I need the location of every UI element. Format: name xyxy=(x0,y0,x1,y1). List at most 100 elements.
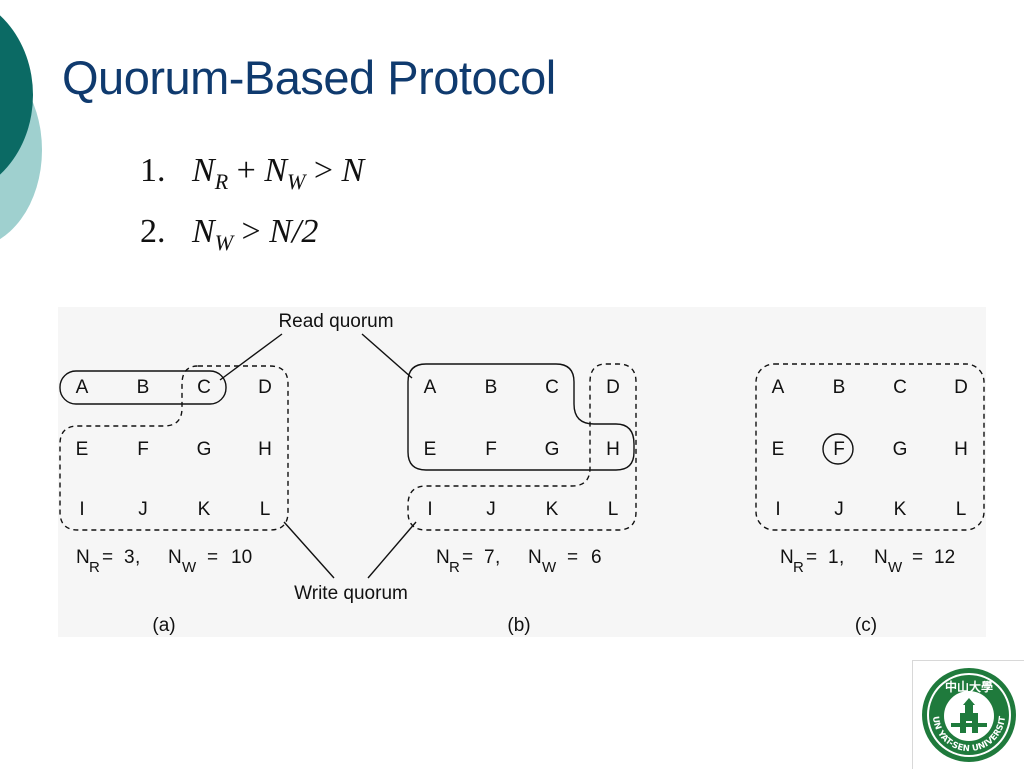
nw-subscript: W xyxy=(542,559,557,576)
formula-subscript: W xyxy=(214,230,234,255)
value-separator: , xyxy=(839,547,844,568)
node-a-b: A xyxy=(424,377,437,398)
nr-symbol: N xyxy=(436,547,450,568)
node-f-c: F xyxy=(833,439,845,460)
formula-symbol: N/2 xyxy=(269,213,319,250)
node-k-b: K xyxy=(546,499,559,520)
slide-title: Quorum-Based Protocol xyxy=(62,51,556,104)
node-a-a: A xyxy=(76,377,89,398)
formula-operator: > xyxy=(241,213,261,250)
read-pointer-a xyxy=(219,333,283,381)
node-d-a: D xyxy=(258,377,272,398)
nr-subscript: R xyxy=(449,559,460,576)
node-i-b: I xyxy=(427,499,432,520)
emblem-text: 中山大學 xyxy=(945,679,993,694)
formula-symbol: N xyxy=(192,152,215,189)
node-k-a: K xyxy=(198,499,211,520)
nr-subscript: R xyxy=(793,559,804,576)
node-f-b: F xyxy=(485,439,497,460)
formula-operator: > xyxy=(313,152,334,189)
value-separator: , xyxy=(135,547,140,568)
write-pointer-a xyxy=(283,521,335,579)
node-h-c: H xyxy=(954,439,968,460)
node-b-a: B xyxy=(137,377,150,398)
formula-symbol: N xyxy=(264,152,288,189)
node-j-a: J xyxy=(138,499,148,520)
nw-equals: = xyxy=(567,547,578,568)
nr-symbol: N xyxy=(76,547,90,568)
node-l-a: L xyxy=(260,499,271,520)
nr-value: 1 xyxy=(828,547,839,568)
nw-subscript: W xyxy=(888,559,903,576)
formula-subscript: R xyxy=(214,169,229,194)
node-f-a: F xyxy=(137,439,149,460)
nr-equals: = xyxy=(462,547,473,568)
nr-value: 7 xyxy=(484,547,495,568)
write-quorum-label: Write quorum xyxy=(294,583,408,604)
nw-equals: = xyxy=(207,547,218,568)
quorum-outlines xyxy=(59,333,985,579)
formula-symbol: N xyxy=(192,213,215,250)
node-l-b: L xyxy=(608,499,619,520)
quorum-values-b: N R = 7 , N W = 6 xyxy=(436,547,602,576)
formula-1: 1.NR + NW > N xyxy=(140,152,364,195)
node-c-c: C xyxy=(893,377,907,398)
node-l-c: L xyxy=(956,499,967,520)
panel-caption-b: (b) xyxy=(507,615,530,636)
university-logo: 中山大學 SUN YAT-SEN UNIVERSITY xyxy=(909,654,1024,769)
write-quorum-b xyxy=(407,363,637,531)
write-quorum-a xyxy=(59,365,289,531)
panel-caption-c: (c) xyxy=(855,615,877,636)
formula-symbol: N xyxy=(341,152,365,189)
university-seal-icon: 中山大學 SUN YAT-SEN UNIVERSITY xyxy=(909,654,1016,762)
node-b-c: B xyxy=(833,377,846,398)
read-quorum-b xyxy=(407,363,635,471)
formula-number: 1. xyxy=(140,152,166,189)
value-separator: , xyxy=(495,547,500,568)
nw-equals: = xyxy=(912,547,923,568)
quorum-values-c: N R = 1 , N W = 12 xyxy=(780,547,955,576)
node-e-c: E xyxy=(772,439,785,460)
nw-symbol: N xyxy=(168,547,182,568)
node-a-c: A xyxy=(772,377,785,398)
nw-value: 10 xyxy=(231,547,252,568)
node-e-a: E xyxy=(76,439,89,460)
nr-equals: = xyxy=(806,547,817,568)
formula-number: 2. xyxy=(140,213,166,250)
node-b-b: B xyxy=(485,377,498,398)
node-g-a: G xyxy=(197,439,212,460)
read-pointer-b xyxy=(361,333,413,379)
node-c-a: C xyxy=(197,377,211,398)
node-h-b: H xyxy=(606,439,620,460)
node-g-b: G xyxy=(545,439,560,460)
nw-symbol: N xyxy=(874,547,888,568)
nw-value: 12 xyxy=(934,547,955,568)
nr-symbol: N xyxy=(780,547,794,568)
nw-value: 6 xyxy=(591,547,602,568)
formula-operator: + xyxy=(236,152,256,189)
write-pointer-b xyxy=(367,521,417,579)
panel-caption-a: (a) xyxy=(152,615,175,636)
node-h-a: H xyxy=(258,439,272,460)
node-e-b: E xyxy=(424,439,437,460)
nr-subscript: R xyxy=(89,559,100,576)
node-i-c: I xyxy=(775,499,780,520)
node-d-c: D xyxy=(954,377,968,398)
nr-value: 3 xyxy=(124,547,135,568)
read-quorum-a xyxy=(59,370,227,405)
quorum-values-a: N R = 3 , N W = 10 xyxy=(76,547,252,576)
node-d-b: D xyxy=(606,377,620,398)
nw-subscript: W xyxy=(182,559,197,576)
node-g-c: G xyxy=(893,439,908,460)
node-i-a: I xyxy=(79,499,84,520)
node-k-c: K xyxy=(894,499,907,520)
formula-subscript: W xyxy=(287,169,306,194)
node-c-b: C xyxy=(545,377,559,398)
read-quorum-c xyxy=(822,433,854,465)
formula-2: 2. NW > N/2 xyxy=(140,213,318,256)
node-j-c: J xyxy=(834,499,844,520)
corner-decoration xyxy=(0,15,42,240)
